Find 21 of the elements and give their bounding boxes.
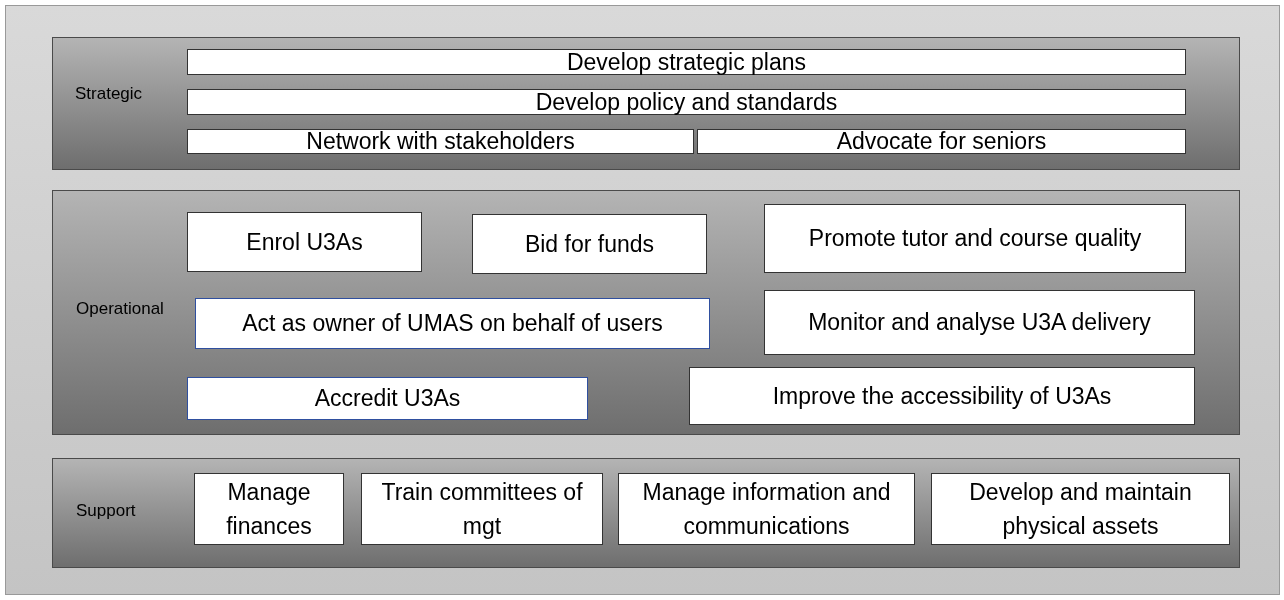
activity-box: Bid for funds <box>472 214 707 274</box>
activity-box: Monitor and analyse U3A delivery <box>764 290 1195 355</box>
activity-box: Accredit U3As <box>187 377 588 420</box>
activity-box: Develop strategic plans <box>187 49 1186 75</box>
activity-box: Manage finances <box>194 473 344 545</box>
layer-label: Support <box>76 501 136 521</box>
activity-box: Improve the accessibility of U3As <box>689 367 1195 425</box>
activity-box: Develop and maintain physical assets <box>931 473 1230 545</box>
layer-band <box>52 458 1240 568</box>
layer-label: Strategic <box>75 84 143 104</box>
layer-band <box>52 37 1240 170</box>
activity-box: Network with stakeholders <box>187 129 694 154</box>
activity-box: Advocate for seniors <box>697 129 1186 154</box>
activity-box: Develop policy and standards <box>187 89 1186 115</box>
activity-box: Act as owner of UMAS on behalf of users <box>195 298 710 349</box>
activity-box: Train committees of mgt <box>361 473 603 545</box>
layer-label: Operational <box>76 299 164 319</box>
activity-box: Enrol U3As <box>187 212 422 272</box>
layer-band <box>52 190 1240 435</box>
activity-box: Manage information and communications <box>618 473 915 545</box>
activity-box: Promote tutor and course quality <box>764 204 1186 273</box>
